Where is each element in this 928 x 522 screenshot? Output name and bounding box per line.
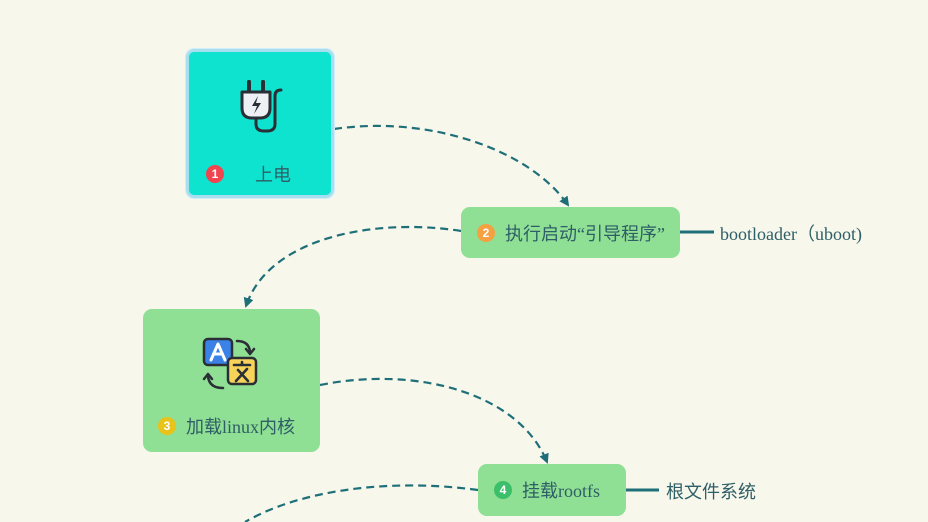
step-badge-1: 1 xyxy=(206,165,224,183)
node-label-run-bootloader: 执行启动“引导程序” xyxy=(505,223,665,244)
connector-1-to-2 xyxy=(333,124,570,207)
step-badge-4: 4 xyxy=(494,481,512,499)
node-label-load-kernel: 加载linux内核 xyxy=(186,417,296,437)
connector-2-to-3 xyxy=(243,225,462,308)
attachment-label-rootfs[interactable]: 根文件系统 xyxy=(666,482,756,502)
node-power-on[interactable]: 1 上电 xyxy=(185,48,335,199)
attachment-label-bootloader[interactable]: bootloader（uboot) xyxy=(720,224,862,244)
step-badge-2: 2 xyxy=(477,223,495,242)
node-label-mount-rootfs: 挂载rootfs xyxy=(522,481,600,501)
step-badge-3: 3 xyxy=(158,417,176,435)
translate-icon xyxy=(202,337,258,390)
power-plug-icon xyxy=(240,80,283,133)
connector-4-to-next xyxy=(244,484,479,522)
connector-3-to-4 xyxy=(319,377,549,464)
node-mount-rootfs[interactable]: 4 挂载rootfs xyxy=(478,464,626,516)
node-label-power-on: 上电 xyxy=(255,165,291,185)
node-load-kernel[interactable]: 3 加载linux内核 xyxy=(143,309,320,452)
node-run-bootloader[interactable]: 2 执行启动“引导程序” xyxy=(461,207,680,258)
